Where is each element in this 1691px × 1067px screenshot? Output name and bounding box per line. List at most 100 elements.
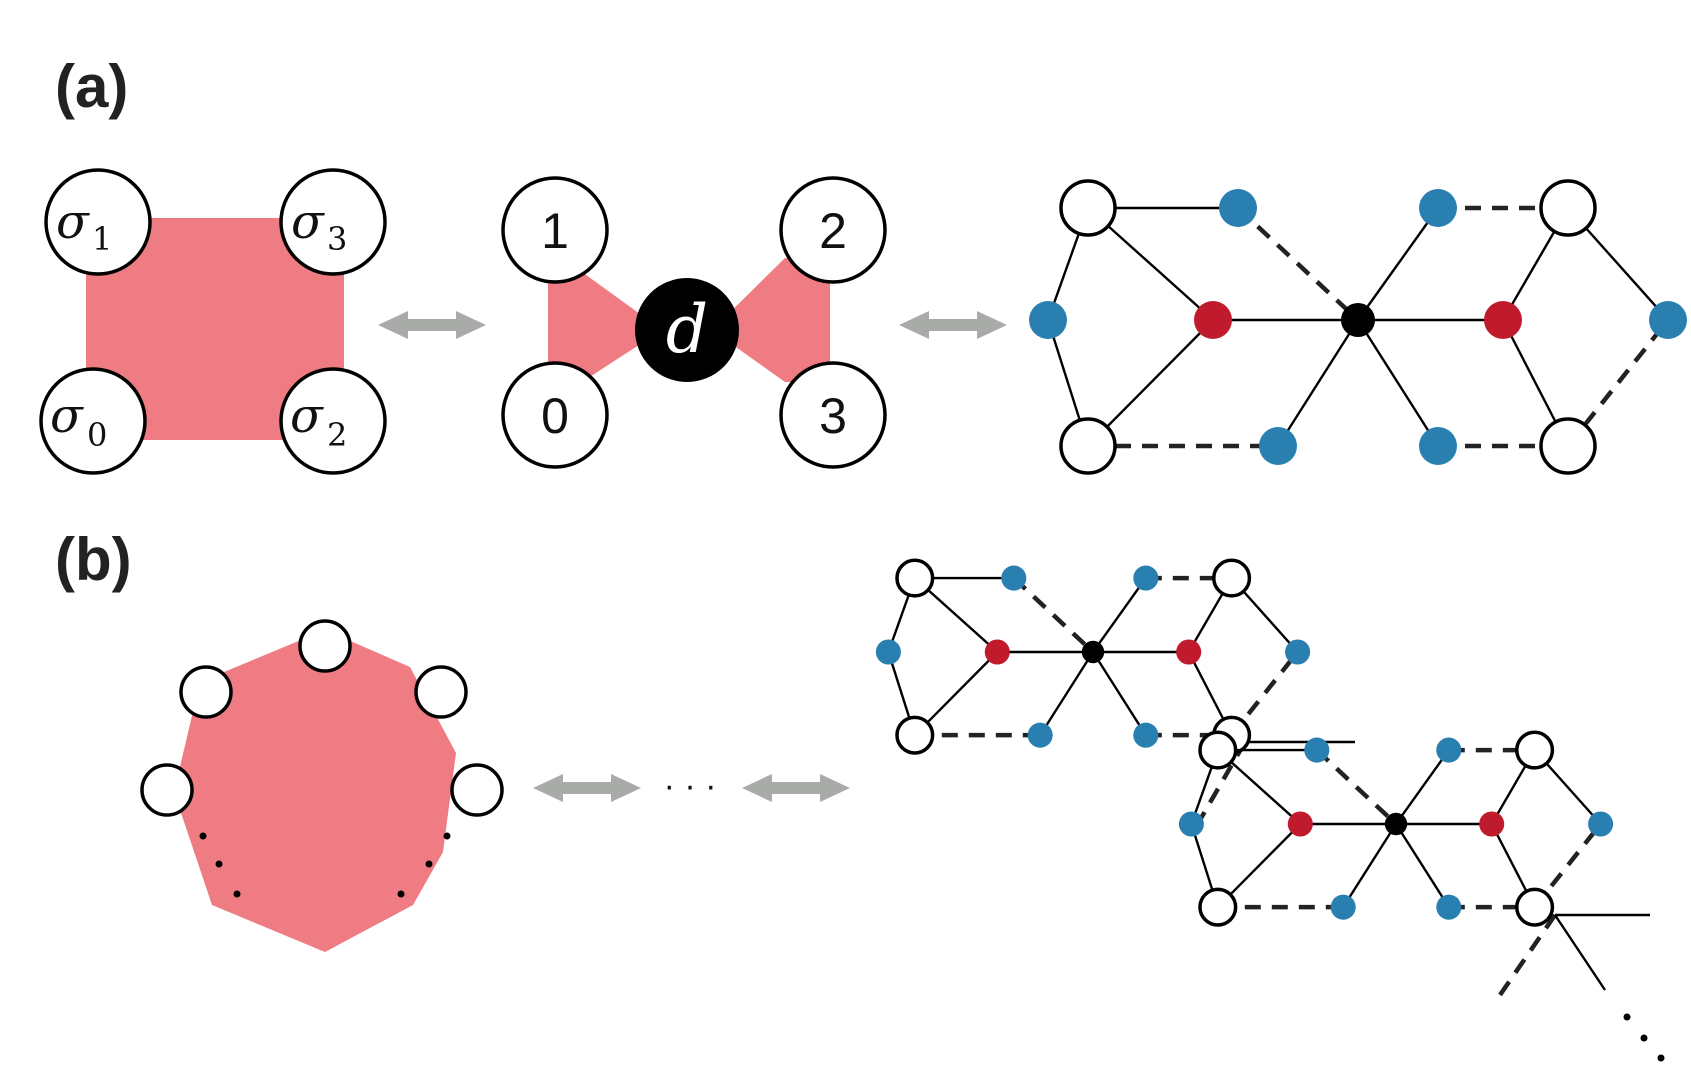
lattice-blue-node <box>1330 894 1356 920</box>
lattice-blue-node <box>1436 737 1462 763</box>
lattice-bond <box>1342 823 1398 908</box>
lattice-blue-node <box>1419 189 1457 227</box>
octagon-tensor-group <box>140 619 504 952</box>
lattice-blue-node <box>875 639 901 665</box>
lattice-open-node <box>1198 730 1238 770</box>
lattice-center-node <box>1341 303 1375 337</box>
bowtie-tensor-group: 1 2 0 3 d <box>501 176 887 469</box>
lattice-bond <box>1091 651 1147 736</box>
svg-text:1: 1 <box>92 220 112 258</box>
lattice-open-node <box>895 715 935 755</box>
lattice-bond <box>1092 577 1147 653</box>
lattice-bond <box>1276 319 1360 447</box>
octagon-tensor <box>174 630 456 952</box>
bowtie-left-wing <box>548 272 662 382</box>
lattice-blue-node <box>1436 894 1462 920</box>
lattice-bond <box>1554 914 1606 991</box>
dots-icon <box>1623 1013 1665 1062</box>
lattice-open-node <box>1539 417 1597 475</box>
lattice-open-node <box>1212 558 1252 598</box>
lattice-blue-node <box>1027 722 1053 748</box>
lattice-blue-node <box>1001 565 1027 591</box>
svg-text:3: 3 <box>819 388 847 444</box>
lattice-open-node <box>1198 887 1238 927</box>
lattice-extended-b <box>875 558 1650 997</box>
octagon-leg-node <box>179 665 233 719</box>
panel-label-b: (b) <box>55 526 132 593</box>
lattice-bond <box>1356 319 1440 447</box>
lattice-bond <box>1357 207 1439 321</box>
lattice-dashed-bond <box>1498 913 1557 997</box>
octagon-leg-node <box>140 763 194 817</box>
svg-text:2: 2 <box>819 203 847 259</box>
svg-text:1: 1 <box>541 203 569 259</box>
sigma-node-3: σ 3 <box>279 168 387 276</box>
lattice-blue-node <box>1419 427 1457 465</box>
lattice-open-node <box>1515 887 1555 927</box>
svg-text:σ: σ <box>290 388 324 444</box>
lattice-dashed-bond <box>1315 748 1398 826</box>
bowtie-right-wing <box>712 258 830 382</box>
double-arrow-icon <box>742 774 850 802</box>
lattice-blue-node <box>1133 565 1159 591</box>
lattice-red-node <box>1479 811 1505 837</box>
center-d-node: d <box>635 278 739 382</box>
lattice-red-node <box>1176 639 1202 665</box>
ellipsis-text: · · · <box>664 767 717 805</box>
lattice-center-node <box>1081 640 1105 664</box>
lattice-blue-node <box>1259 427 1297 465</box>
svg-text:σ: σ <box>50 388 84 444</box>
dots-icon <box>397 832 451 898</box>
svg-text:0: 0 <box>87 416 107 454</box>
lattice-open-node <box>895 558 935 598</box>
lattice-red-node <box>1484 301 1522 339</box>
leg-node-0: 0 <box>501 361 609 469</box>
lattice-bond <box>1039 651 1095 736</box>
lattice-dashed-bond <box>1198 740 1247 822</box>
lattice-unit-a <box>1029 179 1687 475</box>
lattice-open-node <box>1059 417 1117 475</box>
leg-node-1: 1 <box>501 176 609 284</box>
lattice-red-node <box>1194 301 1232 339</box>
square-tensor-group: σ 1 σ 3 σ 0 σ 2 <box>39 168 387 475</box>
svg-text:σ: σ <box>56 194 90 250</box>
sigma-node-1: σ 1 <box>44 168 152 276</box>
svg-text:d: d <box>666 291 708 368</box>
lattice-blue-node <box>1588 811 1614 837</box>
panel-label-a: (a) <box>55 53 128 120</box>
lattice-bond <box>1394 823 1450 908</box>
lattice-red-node <box>984 639 1010 665</box>
sigma-node-0: σ 0 <box>39 367 147 475</box>
double-arrow-icon <box>899 311 1007 339</box>
octagon-leg-node <box>298 619 352 673</box>
lattice-red-node <box>1287 811 1313 837</box>
lattice-blue-node <box>1649 301 1687 339</box>
lattice-center-node <box>1384 812 1408 836</box>
lattice-dashed-bond <box>1229 650 1300 737</box>
lattice-blue-node <box>1285 639 1311 665</box>
lattice-bond <box>1087 319 1214 447</box>
svg-text:3: 3 <box>327 220 347 258</box>
sigma-node-2: σ 2 <box>279 367 387 475</box>
lattice-dashed-bond <box>1012 576 1095 654</box>
leg-node-3: 3 <box>779 361 887 469</box>
svg-text:2: 2 <box>327 416 347 454</box>
svg-text:0: 0 <box>541 388 569 444</box>
lattice-dashed-bond <box>1236 206 1360 322</box>
svg-text:σ: σ <box>291 194 325 250</box>
lattice-bond <box>1395 749 1450 825</box>
double-arrow-icon <box>533 774 641 802</box>
lattice-open-node <box>1539 179 1597 237</box>
leg-node-2: 2 <box>779 176 887 284</box>
double-arrow-icon <box>378 311 486 339</box>
octagon-leg-node <box>450 763 504 817</box>
lattice-blue-node <box>1304 737 1330 763</box>
lattice-open-node <box>1059 179 1117 237</box>
lattice-blue-node <box>1029 301 1067 339</box>
lattice-dashed-bond <box>1532 822 1603 909</box>
lattice-open-node <box>1515 730 1555 770</box>
octagon-leg-node <box>414 665 468 719</box>
dots-icon <box>199 832 241 898</box>
lattice-blue-node <box>1178 811 1204 837</box>
